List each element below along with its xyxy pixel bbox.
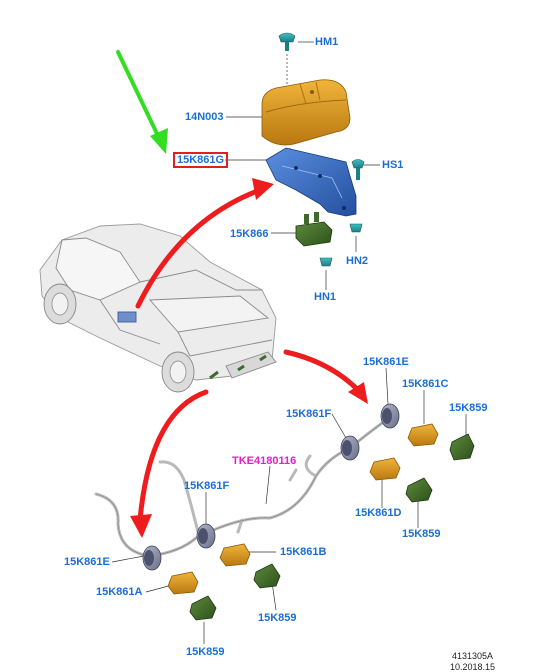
pickup-truck-illustration	[39, 223, 277, 393]
label-hn1: HN1	[314, 291, 337, 303]
label-15k866: 15K866	[230, 228, 269, 240]
label-15k861f-left: 15K861F	[184, 480, 230, 492]
screw-hm1-icon	[278, 32, 296, 51]
bracket-15k861b	[219, 543, 251, 567]
label-15k861b: 15K861B	[280, 546, 327, 558]
label-15k859-right-1: 15K859	[449, 402, 488, 414]
sensor-bezel-15k861f-right	[340, 435, 360, 461]
connector-15k866	[295, 212, 333, 247]
module-bracket-15k861g	[265, 147, 357, 217]
red-arrow-to-left-sensors	[130, 389, 209, 538]
label-hs1: HS1	[382, 159, 404, 171]
label-tke4180116: TKE4180116	[232, 455, 297, 467]
label-15k861d: 15K861D	[355, 507, 402, 519]
label-15k861e-left: 15K861E	[64, 556, 110, 568]
sensor-15k859-right-top	[449, 433, 475, 461]
cover-14n003	[261, 79, 351, 146]
label-14n003: 14N003	[185, 111, 224, 123]
bracket-15k861d	[369, 457, 401, 481]
figure-date: 10.2018.15	[450, 662, 496, 672]
sensor-15k859-right-bottom	[405, 477, 433, 503]
screw-hs1-icon	[351, 159, 365, 180]
label-15k861c: 15K861C	[402, 378, 449, 390]
bracket-15k861c	[407, 423, 439, 447]
sensor-bezel-15k861e-right	[380, 403, 400, 429]
sensor-15k859-left-bottom	[189, 595, 217, 621]
nut-hn1-icon	[319, 257, 333, 267]
red-arrow-to-module	[135, 178, 274, 309]
label-15k861a: 15K861A	[96, 586, 143, 598]
label-hm1: HM1	[315, 36, 339, 48]
sensor-bezel-15k861f-left	[196, 523, 216, 549]
label-15k861f-right: 15K861F	[286, 408, 332, 420]
label-15k861e-right: 15K861E	[363, 356, 409, 368]
bracket-15k861a	[167, 571, 199, 595]
sensor-15k859-left-top	[253, 563, 281, 589]
label-15k861g-highlighted: 15K861G	[173, 152, 229, 168]
leader-lines-right	[265, 367, 467, 528]
figure-reference: 4131305A	[452, 651, 494, 661]
label-15k859-left-2: 15K859	[186, 646, 225, 658]
nut-hn2-icon	[349, 223, 363, 233]
green-pointer-arrow	[116, 50, 168, 154]
label-hn2: HN2	[346, 255, 369, 267]
sensor-bezel-15k861e-left	[142, 545, 162, 571]
label-15k859-left-1: 15K859	[258, 612, 297, 624]
label-15k859-right-2: 15K859	[402, 528, 441, 540]
red-arrow-to-right-sensors	[283, 349, 368, 404]
